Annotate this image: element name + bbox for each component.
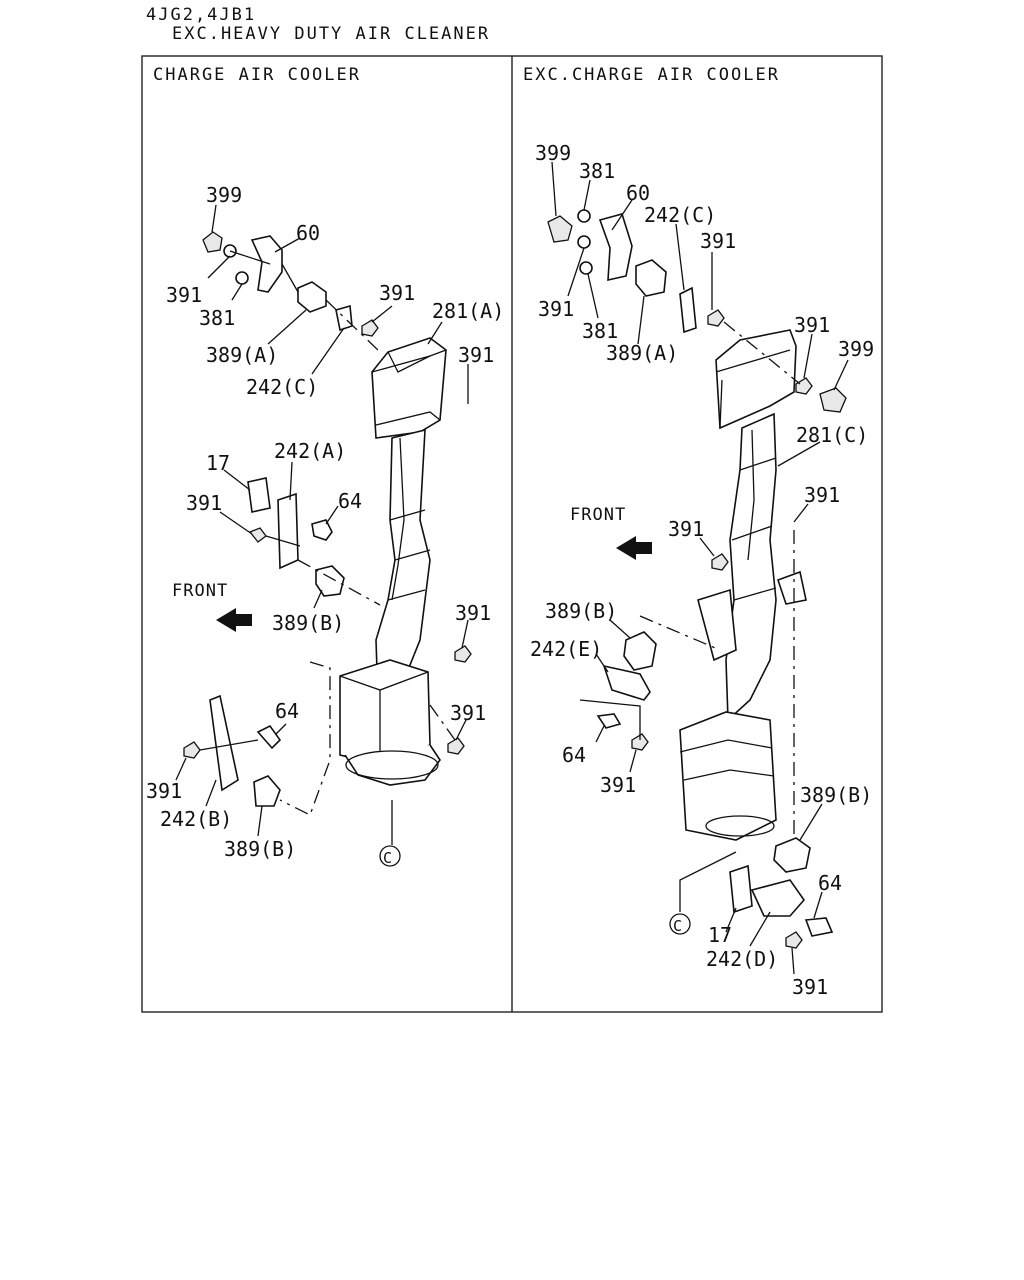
label-391: 391 xyxy=(538,297,574,321)
lower-mount-right xyxy=(729,837,834,949)
front-arrow-icon xyxy=(616,536,652,560)
label-17: 17 xyxy=(708,923,732,947)
left-panel-drawing: C xyxy=(146,183,504,867)
header-line1: 4JG2,4JB1 xyxy=(146,5,256,25)
label-381: 381 xyxy=(199,306,235,330)
label-281c: 281(C) xyxy=(796,423,868,447)
label-242b: 242(B) xyxy=(160,807,232,831)
middle-mount-left xyxy=(216,477,472,755)
label-64: 64 xyxy=(562,743,586,767)
label-381: 381 xyxy=(582,319,618,343)
label-391: 391 xyxy=(600,773,636,797)
label-60: 60 xyxy=(296,221,320,245)
label-381: 381 xyxy=(579,159,615,183)
upper-mount-left xyxy=(202,231,381,353)
label-391: 391 xyxy=(668,517,704,541)
front-label: FRONT xyxy=(570,505,626,525)
label-391: 391 xyxy=(804,483,840,507)
label-281a: 281(A) xyxy=(432,299,504,323)
label-64: 64 xyxy=(338,489,362,513)
label-389a: 389(A) xyxy=(606,341,678,365)
label-242d: 242(D) xyxy=(706,947,778,971)
right-panel-drawing: C xyxy=(530,141,874,999)
front-arrow-icon xyxy=(216,608,252,632)
label-391: 391 xyxy=(379,281,415,305)
label-391: 391 xyxy=(186,491,222,515)
air-duct-281a: C xyxy=(339,337,447,867)
label-391: 391 xyxy=(455,601,491,625)
lower-mount-left xyxy=(183,661,331,816)
label-399: 399 xyxy=(535,141,571,165)
label-389b: 389(B) xyxy=(224,837,296,861)
label-391: 391 xyxy=(166,283,202,307)
middle-mount-right xyxy=(579,536,729,751)
label-242c: 242(C) xyxy=(246,375,318,399)
label-391: 391 xyxy=(146,779,182,803)
air-duct-281c: C xyxy=(669,329,807,935)
label-242a: 242(A) xyxy=(274,439,346,463)
upper-mount-right xyxy=(547,209,847,413)
label-399: 399 xyxy=(838,337,874,361)
label-391: 391 xyxy=(792,975,828,999)
header-line2: EXC.HEAVY DUTY AIR CLEANER xyxy=(172,24,490,44)
front-label: FRONT xyxy=(172,581,228,601)
left-panel-title: CHARGE AIR COOLER xyxy=(153,65,361,85)
label-391: 391 xyxy=(450,701,486,725)
right-panel-title: EXC.CHARGE AIR COOLER xyxy=(523,65,780,85)
leader-lines-right xyxy=(551,161,849,975)
label-391: 391 xyxy=(700,229,736,253)
label-64: 64 xyxy=(818,871,842,895)
label-64: 64 xyxy=(275,699,299,723)
circle-c-marker: C xyxy=(383,849,392,867)
label-389b: 389(B) xyxy=(272,611,344,635)
label-389a: 389(A) xyxy=(206,343,278,367)
label-391: 391 xyxy=(794,313,830,337)
label-17: 17 xyxy=(206,451,230,475)
circle-c-marker: C xyxy=(673,917,682,935)
label-389b: 389(B) xyxy=(800,783,872,807)
label-60: 60 xyxy=(626,181,650,205)
label-389b: 389(B) xyxy=(545,599,617,623)
leader-lines-left xyxy=(175,204,469,837)
label-391: 391 xyxy=(458,343,494,367)
label-242c: 242(C) xyxy=(644,203,716,227)
label-399: 399 xyxy=(206,183,242,207)
label-242e: 242(E) xyxy=(530,637,602,661)
